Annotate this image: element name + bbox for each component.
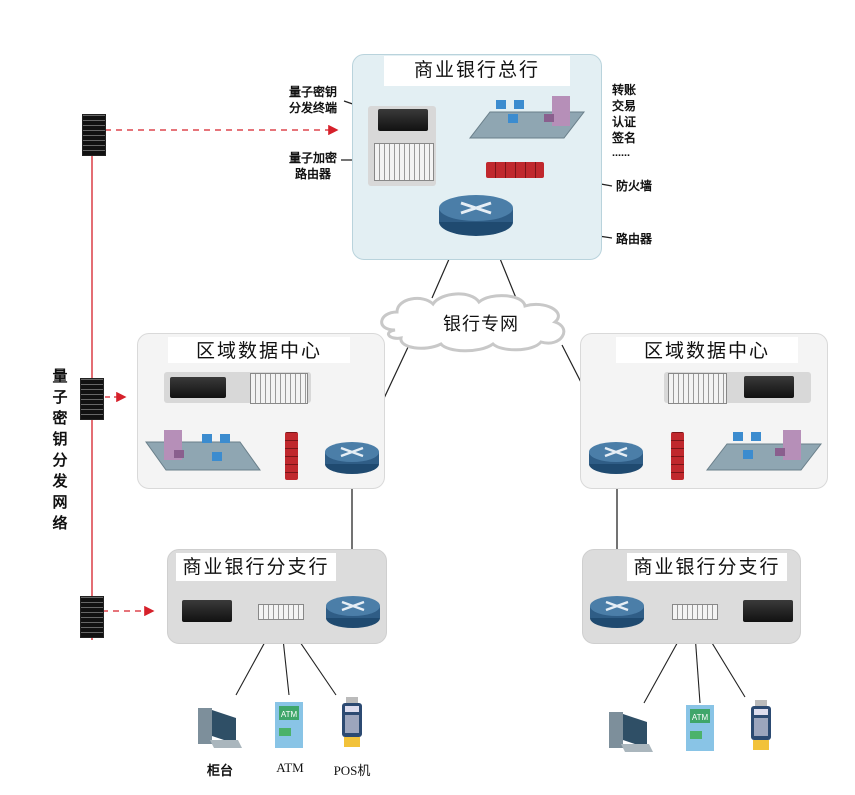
svg-text:ATM: ATM [281, 710, 298, 719]
router-label: 路由器 [616, 232, 653, 246]
regional-right-router-icon [589, 442, 643, 474]
atm-icon-right: ATM [686, 705, 714, 751]
counter-terminal-icon-right [609, 712, 653, 752]
regional-right-qkd-terminal-icon [744, 376, 794, 398]
qkd-node-regional-icon [80, 378, 104, 420]
qkd-terminal-label: 量子密钥 分发终端 [288, 85, 337, 115]
regional-left-router-icon [325, 442, 379, 474]
svg-text:ATM: ATM [692, 713, 709, 722]
regional-left-firewall-icon [285, 432, 298, 480]
branch-left-title: 商业银行分支行 [176, 553, 336, 581]
services-list: 转账 交易 认证 签名 …… [612, 83, 637, 159]
branch-right-router-icon [590, 596, 644, 628]
regional-left-qkd-terminal-icon [170, 377, 226, 398]
firewall-label: 防火墙 [616, 179, 653, 193]
pos-label: POS机 [333, 763, 371, 778]
regional-center-right-title: 区域数据中心 [616, 337, 798, 363]
regional-right-firewall-icon [671, 432, 684, 480]
pos-machine-icon-right [751, 700, 771, 750]
quantum-router-label: 量子加密 路由器 [288, 151, 337, 181]
regional-right-quantum-router-icon [668, 373, 727, 404]
branch-left-router-icon [326, 596, 380, 628]
branch-right-title: 商业银行分支行 [627, 553, 787, 581]
quantum-router-icon [374, 143, 434, 181]
bank-network-label: 银行专网 [443, 314, 519, 335]
regional-left-quantum-router-icon [250, 373, 308, 404]
counter-terminal-icon [198, 708, 242, 748]
branch-left-quantum-router-icon [258, 604, 304, 620]
hq-lan-icon [468, 96, 586, 139]
regional-center-left-title: 区域数据中心 [168, 337, 350, 363]
headquarters-title: 商业银行总行 [384, 56, 570, 86]
hq-firewall-icon [486, 162, 544, 178]
bank-network-cloud-icon [380, 292, 566, 353]
regional-left-lan-icon [145, 430, 261, 471]
qkd-node-branch-icon [80, 596, 104, 638]
hq-router-icon [439, 195, 513, 236]
branch-left-qkd-terminal-icon [182, 600, 232, 622]
pos-machine-icon [342, 697, 362, 747]
qkd-node-hq-icon [82, 114, 106, 156]
regional-right-lan-icon [705, 430, 823, 471]
counter-label: 柜台 [206, 764, 233, 779]
branch-right-qkd-terminal-icon [743, 600, 793, 622]
atm-icon: ATM [275, 702, 303, 748]
atm-label: ATM [276, 760, 304, 775]
qkd-terminal-icon [378, 109, 428, 131]
branch-right-quantum-router-icon [672, 604, 718, 620]
qkd-network-label: 量 子 密 钥 分 发 网 络 [52, 367, 68, 532]
